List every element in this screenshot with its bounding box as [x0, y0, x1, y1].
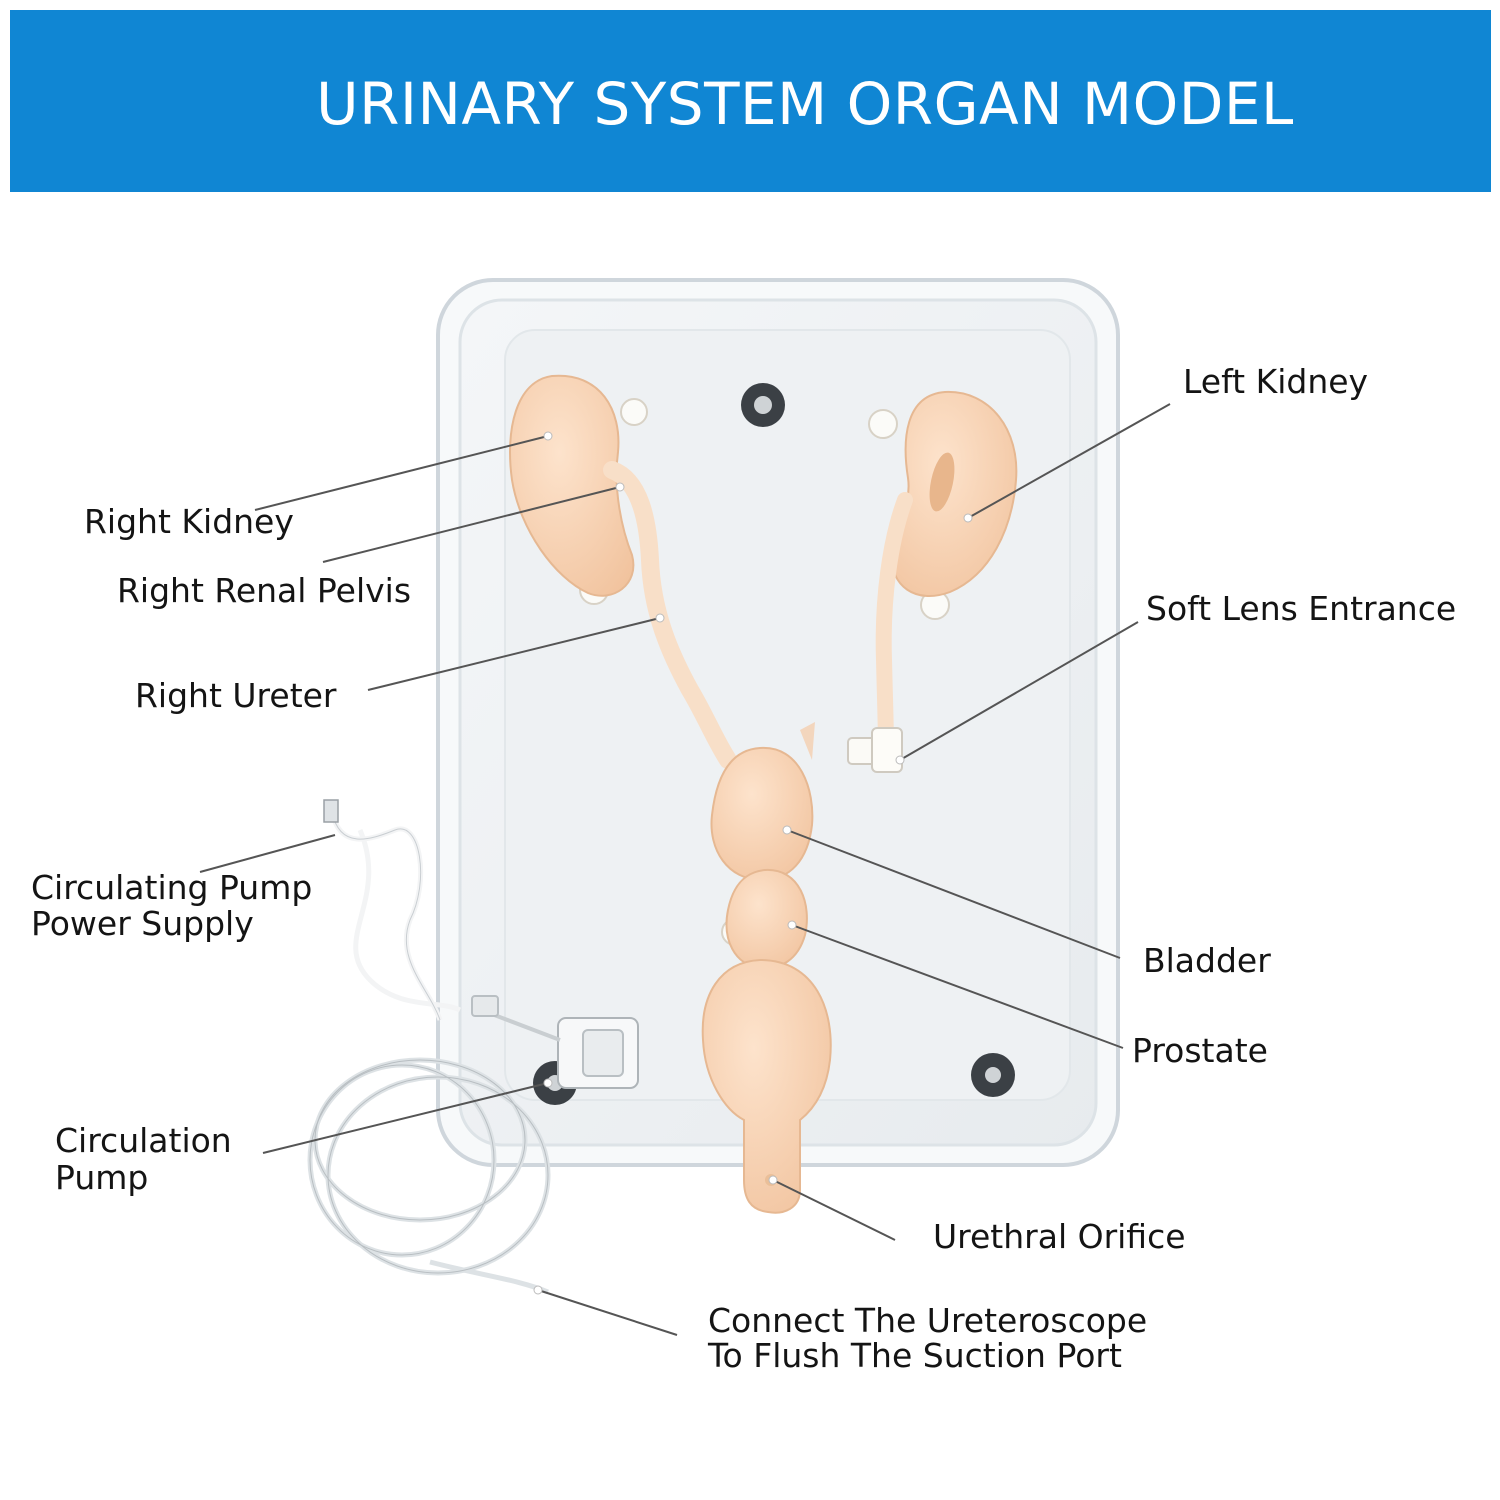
point-marker: [543, 1078, 553, 1088]
soft-lens-opening: [929, 452, 955, 512]
label-urethral-orifice: Urethral Orifice: [933, 1217, 1186, 1256]
point-marker: [655, 613, 665, 623]
leader-line-bladder: [786, 829, 1121, 959]
point-marker: [782, 825, 792, 835]
label-pump-power-line2: Power Supply: [31, 904, 254, 943]
usb-power-cable: [329, 811, 462, 1021]
leader-line-right-renal-pelvis: [322, 486, 621, 563]
leader-line-circulation-pump: [262, 1082, 549, 1154]
label-left-kidney: Left Kidney: [1183, 362, 1369, 401]
label-ureteroscope-line1: Connect The Ureteroscope: [708, 1301, 1148, 1340]
left-ureter-shape: [875, 492, 913, 753]
circulation-pump-icon: [471, 995, 639, 1089]
point-marker: [543, 431, 553, 441]
urethra-shape: [701, 958, 832, 1214]
usb-plug-icon: [323, 799, 339, 823]
suction-cup-icon: [741, 383, 785, 427]
leader-line-urethral-orifice: [772, 1179, 896, 1241]
label-circulation-pump-line2: Pump: [55, 1158, 149, 1197]
left-kidney-shape: [890, 390, 1018, 598]
label-circulation-pump-line1: Circulation: [55, 1121, 232, 1160]
soft-lens-connector: [847, 727, 903, 773]
point-marker: [615, 482, 625, 492]
page-title: URINARY SYSTEM ORGAN MODEL: [316, 70, 1294, 138]
label-right-renal-pelvis: Right Renal Pelvis: [117, 571, 412, 610]
point-marker: [768, 1175, 778, 1185]
bladder-tip: [800, 722, 815, 760]
label-soft-lens-entrance: Soft Lens Entrance: [1146, 589, 1457, 628]
title-banner: [10, 10, 1491, 192]
leader-line-ureteroscope: [537, 1289, 678, 1336]
leader-line-right-ureter: [367, 617, 661, 691]
bladder-shape: [710, 746, 814, 882]
label-pump-power-line1: Circulating Pump: [31, 868, 313, 907]
suction-cup-icon: [971, 1053, 1015, 1097]
leader-line-soft-lens: [899, 621, 1139, 761]
prostate-shape: [725, 868, 808, 970]
point-marker: [963, 513, 973, 523]
leader-line-pump-power: [199, 834, 336, 873]
label-right-kidney: Right Kidney: [84, 502, 294, 541]
point-marker: [533, 1285, 543, 1295]
label-right-ureter: Right Ureter: [135, 676, 337, 715]
right-kidney-shape: [509, 374, 635, 597]
point-marker: [895, 755, 905, 765]
leader-line-prostate: [791, 924, 1124, 1049]
label-bladder: Bladder: [1143, 941, 1271, 980]
label-ureteroscope-line2: To Flush The Suction Port: [708, 1336, 1122, 1375]
leader-line-left-kidney: [967, 403, 1171, 519]
leader-line-right-kidney: [254, 435, 549, 511]
label-prostate: Prostate: [1132, 1031, 1268, 1070]
point-marker: [787, 920, 797, 930]
